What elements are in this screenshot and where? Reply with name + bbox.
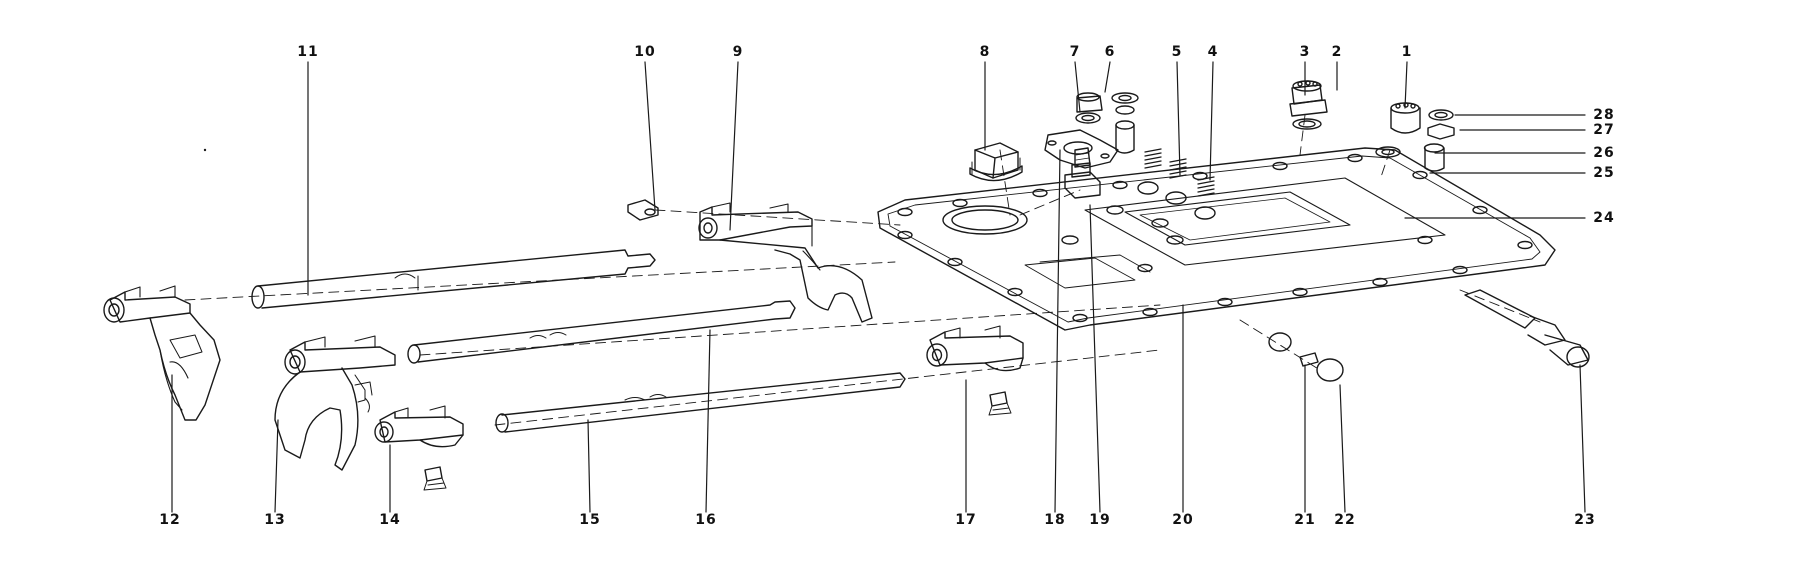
switches-top-right — [1289, 80, 1455, 172]
callout-13: 13 — [264, 512, 286, 528]
callout-18: 18 — [1044, 512, 1066, 528]
callout-4: 4 — [1207, 44, 1219, 60]
leader-lines — [171, 61, 1586, 513]
callout-24: 24 — [1593, 210, 1615, 226]
callout-20: 20 — [1172, 512, 1194, 528]
plunger-23 — [1464, 289, 1590, 368]
callout-7: 7 — [1069, 44, 1081, 60]
callout-9: 9 — [732, 44, 744, 60]
detent-parts — [1268, 332, 1344, 382]
callout-8: 8 — [979, 44, 991, 60]
callout-12: 12 — [159, 512, 181, 528]
callout-22: 22 — [1334, 512, 1356, 528]
callout-6: 6 — [1104, 44, 1116, 60]
callout-16: 16 — [695, 512, 717, 528]
cover-plate — [877, 147, 1556, 331]
fork-12 — [103, 285, 221, 421]
callout-21: 21 — [1294, 512, 1316, 528]
callout-26: 26 — [1593, 145, 1615, 161]
speck — [203, 148, 207, 152]
plug-8 — [969, 142, 1023, 182]
callout-23: 23 — [1574, 512, 1596, 528]
callout-25: 25 — [1593, 165, 1615, 181]
flange-18 — [1044, 92, 1119, 169]
callout-11: 11 — [297, 44, 319, 60]
assembly-lines — [184, 114, 1541, 426]
callout-14: 14 — [379, 512, 401, 528]
springs — [1111, 92, 1216, 220]
callout-10: 10 — [634, 44, 656, 60]
callout-5: 5 — [1171, 44, 1183, 60]
callout-17: 17 — [955, 512, 977, 528]
breather-10 — [627, 199, 659, 221]
fork-13 — [274, 335, 396, 471]
callout-19: 19 — [1089, 512, 1111, 528]
callout-2: 2 — [1331, 44, 1343, 60]
callout-15: 15 — [579, 512, 601, 528]
fork-17 — [926, 325, 1024, 416]
callout-3: 3 — [1299, 44, 1311, 60]
rail-11 — [251, 249, 656, 309]
callout-28: 28 — [1593, 107, 1615, 123]
fork-14 — [374, 405, 464, 491]
rail-15 — [495, 372, 906, 433]
fork-9 — [698, 202, 873, 323]
switch-19 — [1064, 147, 1101, 199]
rail-16 — [407, 300, 796, 364]
callout-1: 1 — [1401, 44, 1413, 60]
callout-27: 27 — [1593, 122, 1615, 138]
